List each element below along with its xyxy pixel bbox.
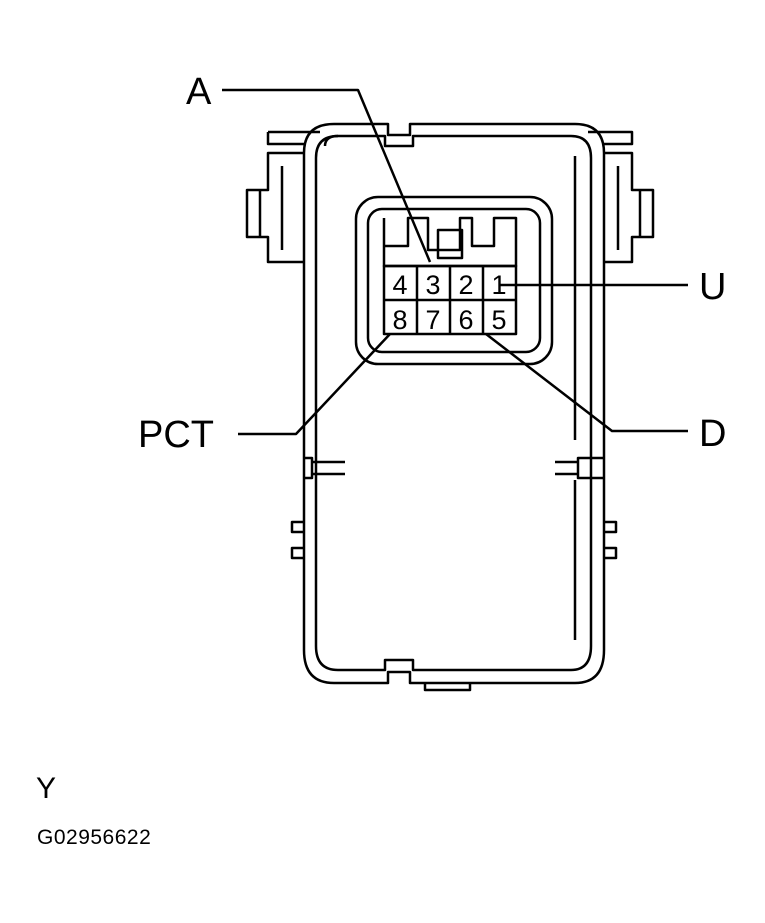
pin-number-7: 7 xyxy=(425,305,440,335)
leader-line-pct xyxy=(238,333,391,436)
leader-line-a xyxy=(222,88,432,263)
callout-pct: PCT xyxy=(138,414,214,456)
callout-a: A xyxy=(186,71,212,113)
pin-number-4: 4 xyxy=(392,270,407,300)
pin-number-1: 1 xyxy=(491,270,506,300)
figure-code: G02956622 xyxy=(37,826,152,849)
pin-number-8: 8 xyxy=(392,305,407,335)
leader-line-d xyxy=(485,333,688,433)
pin-number-5: 5 xyxy=(491,305,506,335)
callout-u: U xyxy=(699,266,726,308)
pin-grid xyxy=(382,264,518,336)
connector-housing xyxy=(245,122,655,692)
view-label: Y xyxy=(36,772,57,805)
pin-number-3: 3 xyxy=(425,270,440,300)
pin-number-2: 2 xyxy=(458,270,473,300)
callout-d: D xyxy=(699,413,726,455)
terminal-cavity xyxy=(354,195,554,366)
pin-number-6: 6 xyxy=(458,305,473,335)
